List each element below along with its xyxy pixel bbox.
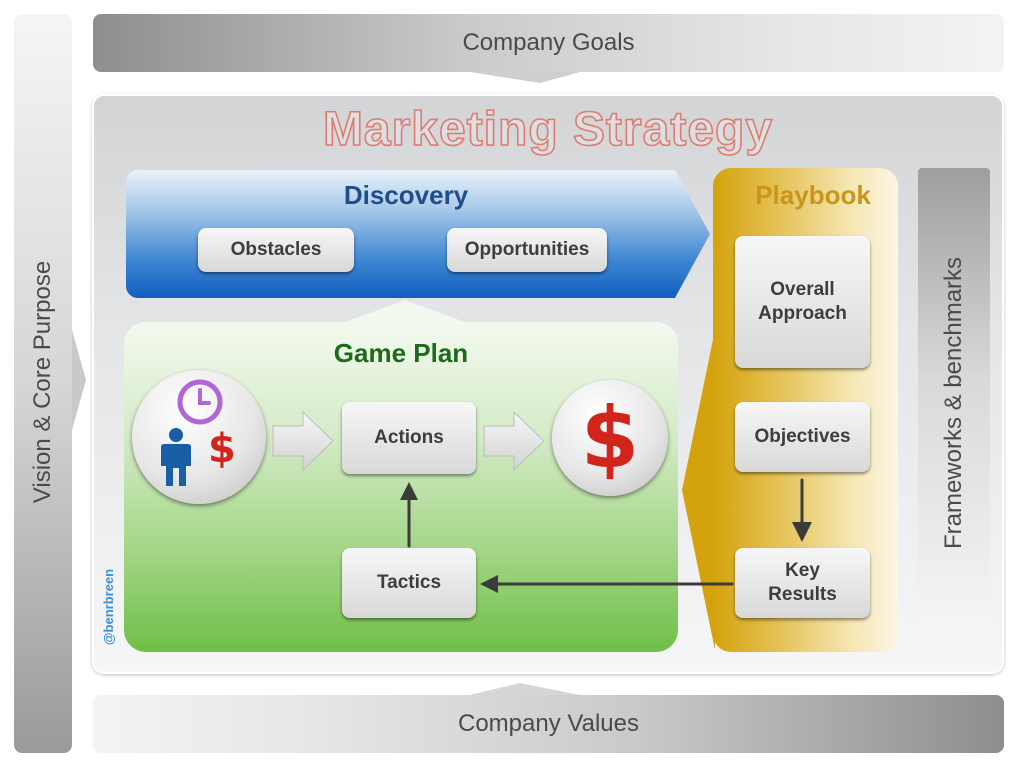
clock-icon — [177, 379, 223, 425]
overall-approach-label: Overall Approach — [758, 279, 847, 324]
actions-box: Actions — [342, 402, 476, 474]
arrow-right-icon — [272, 410, 334, 472]
discovery-title: Discovery — [343, 180, 469, 210]
company-goals-band: Company Goals — [93, 14, 1004, 72]
objectives-label: Objectives — [754, 426, 851, 448]
objectives-box: Objectives — [735, 402, 870, 472]
obstacles-box: Obstacles — [198, 228, 354, 272]
actions-label: Actions — [374, 427, 444, 449]
game-plan-notch-shape — [340, 300, 470, 324]
clock-hands — [198, 388, 211, 405]
vision-band — [14, 14, 72, 753]
tactics-box: Tactics — [342, 548, 476, 618]
frameworks-label: Frameworks & benchmarks — [940, 256, 967, 550]
playbook-arrow-point — [682, 330, 715, 650]
goals-notch-shape — [470, 72, 580, 83]
main-title: Marketing Strategy — [322, 102, 774, 157]
tactics-label: Tactics — [376, 572, 442, 594]
frameworks-band — [918, 168, 990, 638]
vision-notch-shape — [72, 330, 86, 430]
playbook-arrow-point-shape — [682, 330, 715, 650]
obstacles-label: Obstacles — [230, 239, 322, 261]
watermark: @benrbreen — [101, 568, 116, 646]
opportunities-box: Opportunities — [447, 228, 607, 272]
opportunities-label: Opportunities — [464, 239, 590, 261]
result-dollar-icon: $ — [580, 389, 640, 487]
company-values-band: Company Values — [93, 695, 1004, 753]
game-plan-title: Game Plan — [333, 338, 469, 368]
company-goals-label: Company Goals — [462, 29, 635, 56]
person-icon — [161, 428, 191, 486]
key-results-label: Key Results — [768, 560, 837, 605]
person-head — [169, 428, 183, 442]
values-notch-shape — [470, 683, 580, 695]
arrow-right-shape-2 — [483, 410, 545, 472]
arrow-right-icon — [483, 410, 545, 472]
playbook-title: Playbook — [755, 180, 871, 210]
clock-face — [177, 379, 223, 425]
game-plan-notch — [340, 300, 470, 324]
dollar-icon: $ — [208, 426, 236, 472]
vision-label: Vision & Core Purpose — [29, 260, 56, 504]
person-body — [161, 444, 191, 486]
overall-approach-box: Overall Approach — [735, 236, 870, 368]
result-circle — [552, 380, 668, 496]
arrow-right-shape — [272, 410, 334, 472]
key-results-box: Key Results — [735, 548, 870, 618]
company-values-label: Company Values — [458, 710, 639, 737]
